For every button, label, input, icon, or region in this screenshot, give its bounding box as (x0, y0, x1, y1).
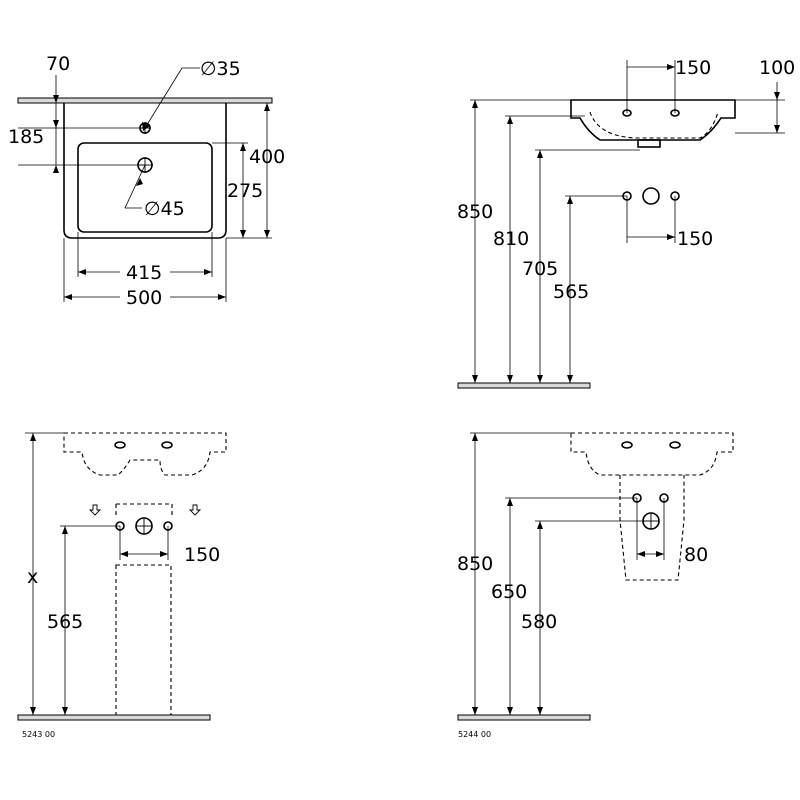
dim-dia35-label: ∅35 (200, 58, 241, 80)
dim-565-label: 565 (553, 281, 589, 303)
top-view: 70 185 ∅35 ∅45 400 275 415 500 (8, 53, 285, 309)
basin-front (570, 99, 736, 141)
dim-580-label: 580 (521, 611, 557, 633)
wall-mounted-front-view: 150 100 850 810 705 565 150 (457, 57, 795, 389)
dim-150-label: 150 (184, 544, 220, 566)
waste-outlet (637, 139, 661, 148)
wall-strip (17, 97, 273, 104)
floor (17, 714, 211, 721)
dim-275-label: 275 (227, 180, 263, 202)
dim-810-label: 810 (493, 228, 529, 250)
dim-dia45-label: ∅45 (144, 198, 185, 220)
dim-850-label: 850 (457, 201, 493, 223)
dim-70-label: 70 (46, 53, 70, 75)
floor (457, 714, 591, 721)
basin-bowl (77, 142, 213, 233)
dim-100-label: 100 (759, 57, 795, 79)
dim-150-bottom-label: 150 (677, 228, 713, 250)
arrow-down-icon (188, 504, 202, 516)
dim-150-top-label: 150 (675, 57, 711, 79)
dim-80-label: 80 (684, 544, 708, 566)
semi-pedestal-front-view: 850 650 580 80 5244 00 (457, 432, 734, 739)
dim-565-label: 565 (47, 611, 83, 633)
floor (457, 382, 591, 389)
dim-650-label: 650 (491, 581, 527, 603)
dim-400-label: 400 (249, 146, 285, 168)
article-code: 5244 00 (458, 730, 491, 739)
dim-500-label: 500 (126, 287, 162, 309)
dim-185-label: 185 (8, 126, 44, 148)
dim-705-label: 705 (522, 258, 558, 280)
arrow-down-icon (88, 504, 102, 516)
dim-x-label: x (27, 566, 38, 588)
dim-415-label: 415 (126, 262, 162, 284)
article-code: 5243 00 (22, 730, 55, 739)
basin-outline (63, 103, 227, 239)
dim-850-label: 850 (457, 553, 493, 575)
pedestal-front-view: x 565 150 5243 00 (17, 432, 227, 739)
